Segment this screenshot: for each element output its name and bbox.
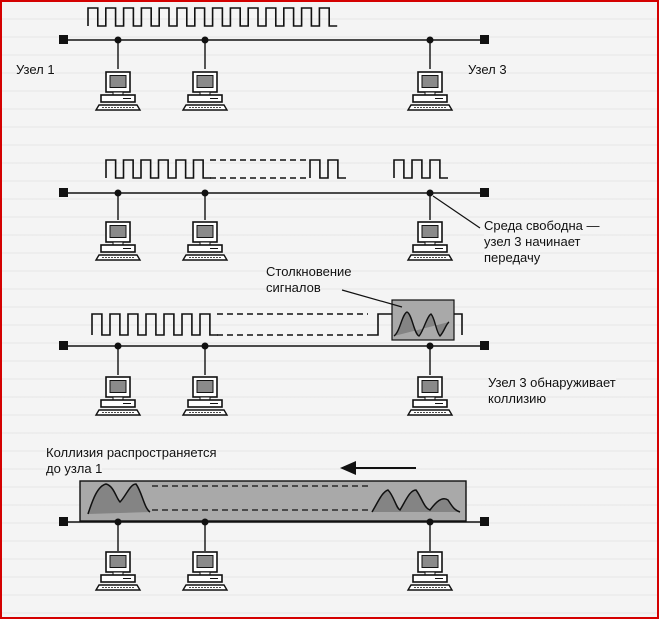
terminator-icon — [480, 188, 489, 197]
terminator-icon — [59, 517, 68, 526]
computer-icon — [95, 221, 141, 261]
spreads-label-2: до узла 1 — [46, 461, 103, 476]
leader-line — [432, 195, 481, 229]
node3-label: Узел 3 — [468, 62, 507, 77]
terminator-icon — [480, 341, 489, 350]
leader-line — [341, 289, 403, 308]
computer-icon — [407, 376, 453, 416]
computer-icon — [182, 376, 228, 416]
node1-label: Узел 1 — [16, 62, 55, 77]
signal-waveform — [105, 159, 211, 179]
computer-icon — [182, 551, 228, 591]
medium-free-label-1: Среда свободна — — [484, 218, 600, 233]
arrow-left-icon — [340, 461, 356, 475]
terminator-icon — [59, 188, 68, 197]
computer-icon — [407, 71, 453, 111]
detects-label-1: Узел 3 обнаруживает — [488, 375, 616, 390]
panel-2 — [59, 159, 489, 261]
terminator-icon — [59, 341, 68, 350]
collision-spikes — [371, 489, 461, 513]
collision-label-1: Столкновение — [266, 264, 352, 279]
medium-free-label-3: передачу — [484, 250, 541, 265]
signal-waveform — [87, 7, 338, 27]
signal-waveform — [91, 313, 218, 336]
terminator-icon — [59, 35, 68, 44]
collision-label-2: сигналов — [266, 280, 321, 295]
computer-icon — [407, 551, 453, 591]
detects-label-2: коллизию — [488, 391, 547, 406]
spreads-label-1: Коллизия распространяется — [46, 445, 217, 460]
panel-1 — [59, 7, 489, 111]
signal-waveform-tail — [368, 313, 463, 336]
terminator-icon — [480, 517, 489, 526]
terminator-icon — [480, 35, 489, 44]
collision-spikes — [87, 483, 151, 515]
panel-3 — [59, 289, 489, 416]
computer-icon — [95, 71, 141, 111]
computer-icon — [95, 551, 141, 591]
computer-icon — [95, 376, 141, 416]
computer-icon — [407, 221, 453, 261]
panel-4 — [59, 461, 489, 591]
computer-icon — [182, 221, 228, 261]
collision-spikes — [393, 311, 450, 337]
computer-icon — [182, 71, 228, 111]
signal-waveform-node3 — [309, 159, 448, 179]
medium-free-label-2: узел 3 начинает — [484, 234, 581, 249]
